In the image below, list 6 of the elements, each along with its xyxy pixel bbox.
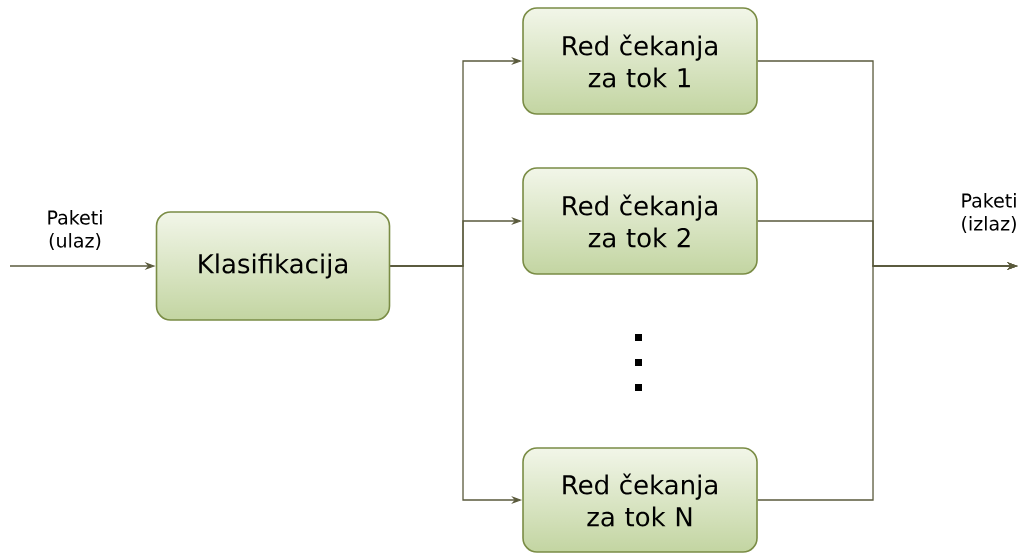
process-box: Red čekanja za tok 1 — [522, 7, 758, 115]
output-label: Paketi (izlaz) — [962, 193, 1016, 233]
edge-label: Paketi (ulaz) — [48, 210, 102, 250]
process-box: Red čekanja za tok 2 — [522, 167, 758, 275]
process-box: Klasifikacija — [155, 211, 391, 321]
process-box: Red čekanja za tok N — [522, 447, 758, 553]
